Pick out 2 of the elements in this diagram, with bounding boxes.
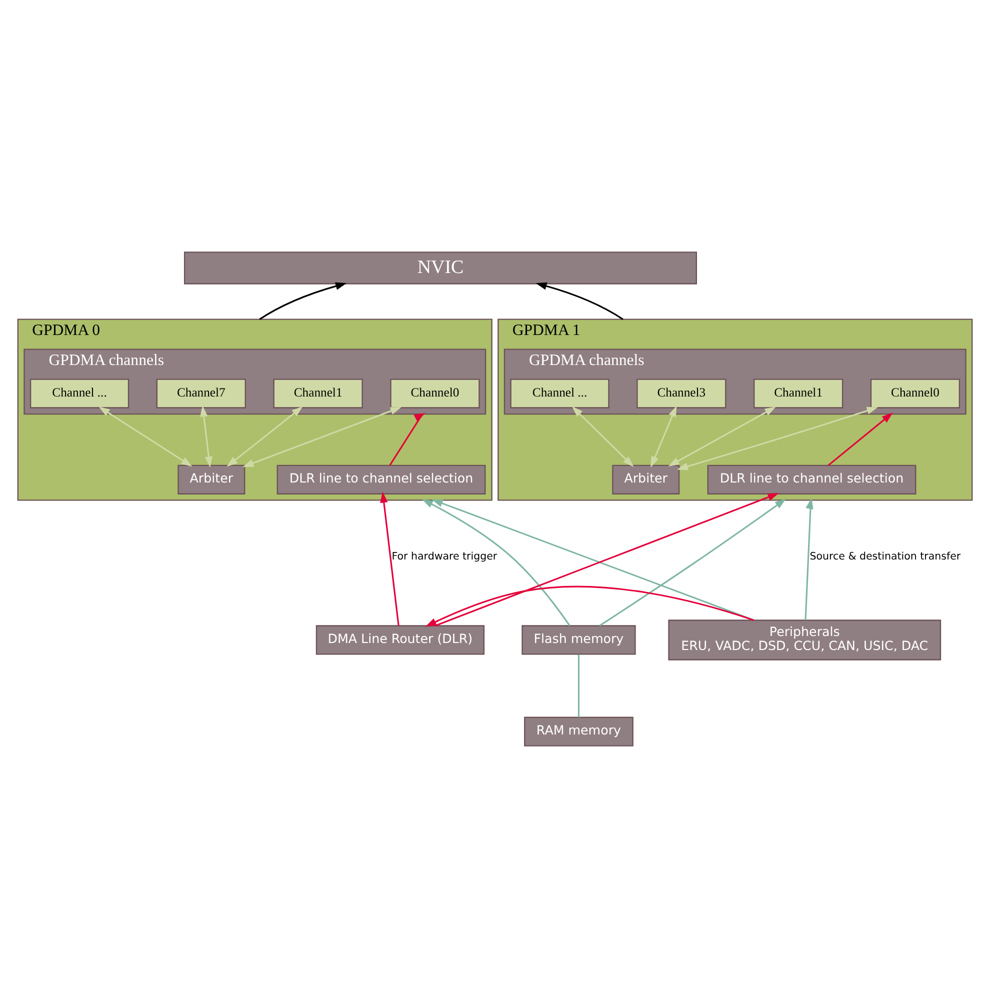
edge-label: Source & destination transfer <box>810 550 961 563</box>
edge-label: For hardware trigger <box>392 550 498 563</box>
